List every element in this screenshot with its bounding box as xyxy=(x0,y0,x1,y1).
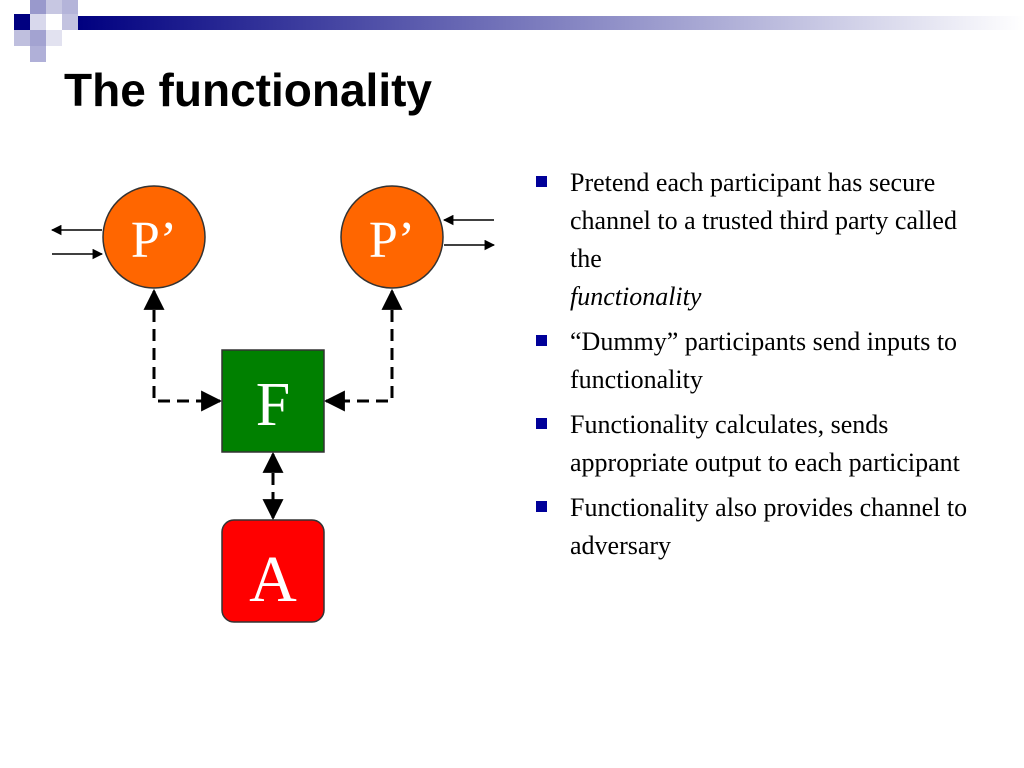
bullet-square-icon xyxy=(536,335,547,346)
bullet-text: “Dummy” participants send inputs to func… xyxy=(570,327,958,394)
deco-square xyxy=(30,0,46,14)
functionality-node: F xyxy=(221,349,325,453)
bullet-emphasis: functionality xyxy=(570,282,702,311)
adversary-node: A xyxy=(221,519,325,623)
participant-left-node: P’ xyxy=(102,185,206,289)
participant-left-circle xyxy=(102,185,206,289)
slide-decoration xyxy=(14,0,1024,62)
slide-title: The functionality xyxy=(64,64,432,116)
deco-square xyxy=(46,14,62,30)
secure-channel-left xyxy=(143,288,223,412)
participant-right-node: P’ xyxy=(340,185,444,289)
deco-square xyxy=(30,46,46,62)
deco-square xyxy=(46,0,62,14)
participant-right-circle xyxy=(340,185,444,289)
deco-square xyxy=(14,14,30,30)
secure-channel-right xyxy=(323,288,403,412)
header-gradient-bar xyxy=(78,16,1024,30)
participant-right-label: P’ xyxy=(369,212,415,269)
bullet-square-icon xyxy=(536,501,547,512)
deco-square xyxy=(30,14,46,30)
bullet-text: Functionality also provides channel to a… xyxy=(570,493,968,560)
deco-square xyxy=(46,30,62,46)
deco-square xyxy=(62,14,78,30)
bullet-square-icon xyxy=(536,176,547,187)
bullet-item: Functionality calculates, sends appropri… xyxy=(532,406,972,482)
bullet-item: Functionality also provides channel to a… xyxy=(532,489,972,565)
bullet-item: “Dummy” participants send inputs to func… xyxy=(532,323,972,399)
bullet-text: Pretend each participant has secure chan… xyxy=(570,168,957,273)
adversary-box xyxy=(221,519,325,623)
bullet-text: Functionality calculates, sends appropri… xyxy=(570,410,960,477)
bullet-square-icon xyxy=(536,418,547,429)
deco-square xyxy=(62,0,78,14)
bullet-item: Pretend each participant has secure chan… xyxy=(532,164,972,316)
functionality-diagram: P’ P’ F A xyxy=(50,185,496,623)
bullet-list: Pretend each participant has secure chan… xyxy=(532,164,972,572)
adversary-label: A xyxy=(249,543,297,616)
functionality-box xyxy=(221,349,325,453)
functionality-label: F xyxy=(256,371,290,439)
participant-left-label: P’ xyxy=(131,212,177,269)
deco-square xyxy=(14,30,30,46)
deco-square xyxy=(30,30,46,46)
